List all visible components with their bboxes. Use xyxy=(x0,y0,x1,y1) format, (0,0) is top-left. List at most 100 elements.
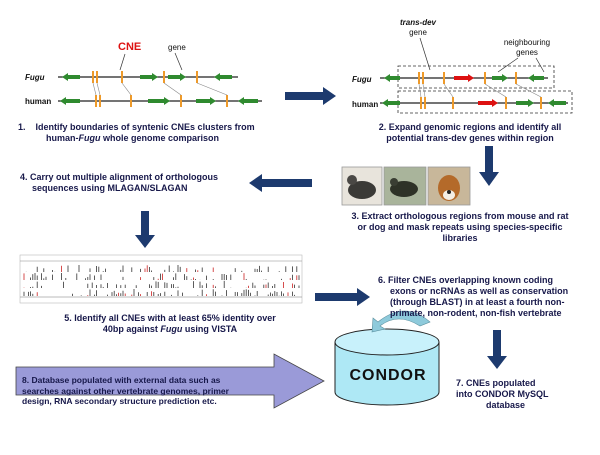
step1-line1: Identify boundaries of syntenic CNEs clu… xyxy=(35,122,255,132)
gene-arrow xyxy=(62,73,80,81)
mouse-ear-icon xyxy=(347,175,357,185)
vista-plot xyxy=(19,254,303,304)
step3-line2: or dog and mask repeats using species-sp… xyxy=(357,222,563,232)
step4-line2: sequences using MLAGAN/SLAGAN xyxy=(32,183,188,193)
step3-line3: libraries xyxy=(442,233,478,243)
gene-arrow xyxy=(238,97,258,105)
dog-muzzle-icon xyxy=(443,190,455,200)
step3-line1: 3. Extract orthologous regions from mous… xyxy=(351,211,569,221)
step1-number: 1. xyxy=(18,122,26,132)
database-label: CONDOR xyxy=(349,367,426,384)
step8-line2: searches against other vertebrate genome… xyxy=(22,385,229,396)
step8-box-group xyxy=(15,353,325,409)
homology-line xyxy=(443,83,454,98)
dog-nose-icon xyxy=(447,190,451,194)
homology-line xyxy=(484,83,507,98)
cne-mark xyxy=(180,95,182,107)
step7-line3: database xyxy=(486,400,526,410)
step6-line2: exons or ncRNAs as well as conservation xyxy=(390,286,569,296)
neighbour-pointer xyxy=(535,57,545,73)
cne-mark xyxy=(515,72,517,84)
refresh-arrow-icon xyxy=(371,310,431,333)
rat-icon xyxy=(390,181,418,197)
gene-label: gene xyxy=(168,43,186,52)
homology-line xyxy=(163,82,182,96)
neighbour-label: neighbouring xyxy=(504,38,550,47)
homology-line xyxy=(422,83,426,98)
cne-mark xyxy=(92,71,94,83)
transdev-gene-arrow xyxy=(454,74,474,82)
fugu-label-1: Fugu xyxy=(25,73,45,82)
step8-caption: 8. Database populated with external data… xyxy=(22,375,284,407)
step7-line1: 7. CNEs populated xyxy=(456,378,536,388)
gene-arrow xyxy=(382,99,400,107)
step2-schematic: trans-dev gene neighbouring genes Fugu h… xyxy=(352,18,573,114)
step2-line2: potential trans-dev genes within region xyxy=(386,133,554,143)
step6-line4: primate, non-rodent, non-fish vertebrate xyxy=(390,308,562,318)
gene-arrow xyxy=(548,99,566,107)
cne-mark xyxy=(99,95,101,107)
step5-line2-post: using VISTA xyxy=(182,324,238,334)
cne-mark xyxy=(505,97,507,109)
homology-line xyxy=(92,82,97,96)
human-label-2: human xyxy=(352,100,378,109)
step2-line1: 2. Expand genomic regions and identify a… xyxy=(378,122,562,132)
arrow-step5-to-step6 xyxy=(315,288,370,306)
gene-arrow xyxy=(384,74,400,82)
step4-caption: 4. Carry out multiple alignment of ortho… xyxy=(20,172,260,194)
cne-mark xyxy=(484,72,486,84)
cne-mark xyxy=(196,71,198,83)
rat-ear-icon xyxy=(390,178,398,186)
gene-arrow xyxy=(516,99,534,107)
step1-caption: 1. Identify boundaries of syntenic CNEs … xyxy=(18,122,308,144)
step3-caption: 3. Extract orthologous regions from mous… xyxy=(330,211,590,244)
step6-line1: 6. Filter CNEs overlapping known coding xyxy=(378,275,554,285)
step1-line2-post: whole genome comparison xyxy=(100,133,220,143)
transdev-pointer xyxy=(419,37,431,71)
neighbour-pointer xyxy=(497,57,519,73)
step6-caption: 6. Filter CNEs overlapping known coding … xyxy=(378,275,598,319)
step8-line1: 8. Database populated with external data… xyxy=(22,375,221,385)
transdev-gene-label: gene xyxy=(409,28,427,37)
step4-line1: 4. Carry out multiple alignment of ortho… xyxy=(20,172,219,182)
cne-mark xyxy=(121,71,123,83)
step5-line2-ital: Fugu xyxy=(160,324,183,334)
arrow-step1-to-step2 xyxy=(285,87,336,105)
arrow-step4-to-step5 xyxy=(135,211,155,248)
step1-line2-pre: human- xyxy=(46,133,79,143)
cne-mark xyxy=(452,97,454,109)
transdev-label: trans-dev xyxy=(400,18,437,27)
step1-line2-ital: Fugu xyxy=(78,133,101,143)
fugu-label-2: Fugu xyxy=(352,75,372,84)
step2-caption: 2. Expand genomic regions and identify a… xyxy=(345,122,595,144)
step1-schematic: CNE gene Fugu human xyxy=(25,41,262,107)
cne-pointer xyxy=(119,53,126,71)
gene-arrow xyxy=(528,74,544,82)
homology-line xyxy=(418,83,422,98)
transdev-gene-arrow xyxy=(478,99,498,107)
cne-mark xyxy=(424,97,426,109)
arrow-step2-to-step3 xyxy=(479,146,499,186)
step6-line3: (through BLAST) in at least a fourth non… xyxy=(390,297,565,307)
cne-mark xyxy=(130,95,132,107)
gene-arrow xyxy=(140,73,158,81)
arrow-step6-to-step7 xyxy=(487,330,507,369)
arrow-step3-to-step4 xyxy=(249,174,312,192)
homology-line xyxy=(121,82,132,96)
step5-line2-pre: 40bp against xyxy=(102,324,161,334)
database-top xyxy=(334,328,440,356)
cne-mark xyxy=(163,71,165,83)
homology-line xyxy=(515,83,542,98)
cne-mark xyxy=(422,72,424,84)
gene-arrow xyxy=(60,97,80,105)
flow-arrows xyxy=(135,87,507,369)
gene-arrow xyxy=(492,74,508,82)
gene-pointer xyxy=(174,52,183,71)
cne-mark xyxy=(443,72,445,84)
gene-arrow xyxy=(148,97,170,105)
homology-line xyxy=(96,82,101,96)
mouse-icon xyxy=(348,181,376,199)
homology-line xyxy=(196,82,228,96)
